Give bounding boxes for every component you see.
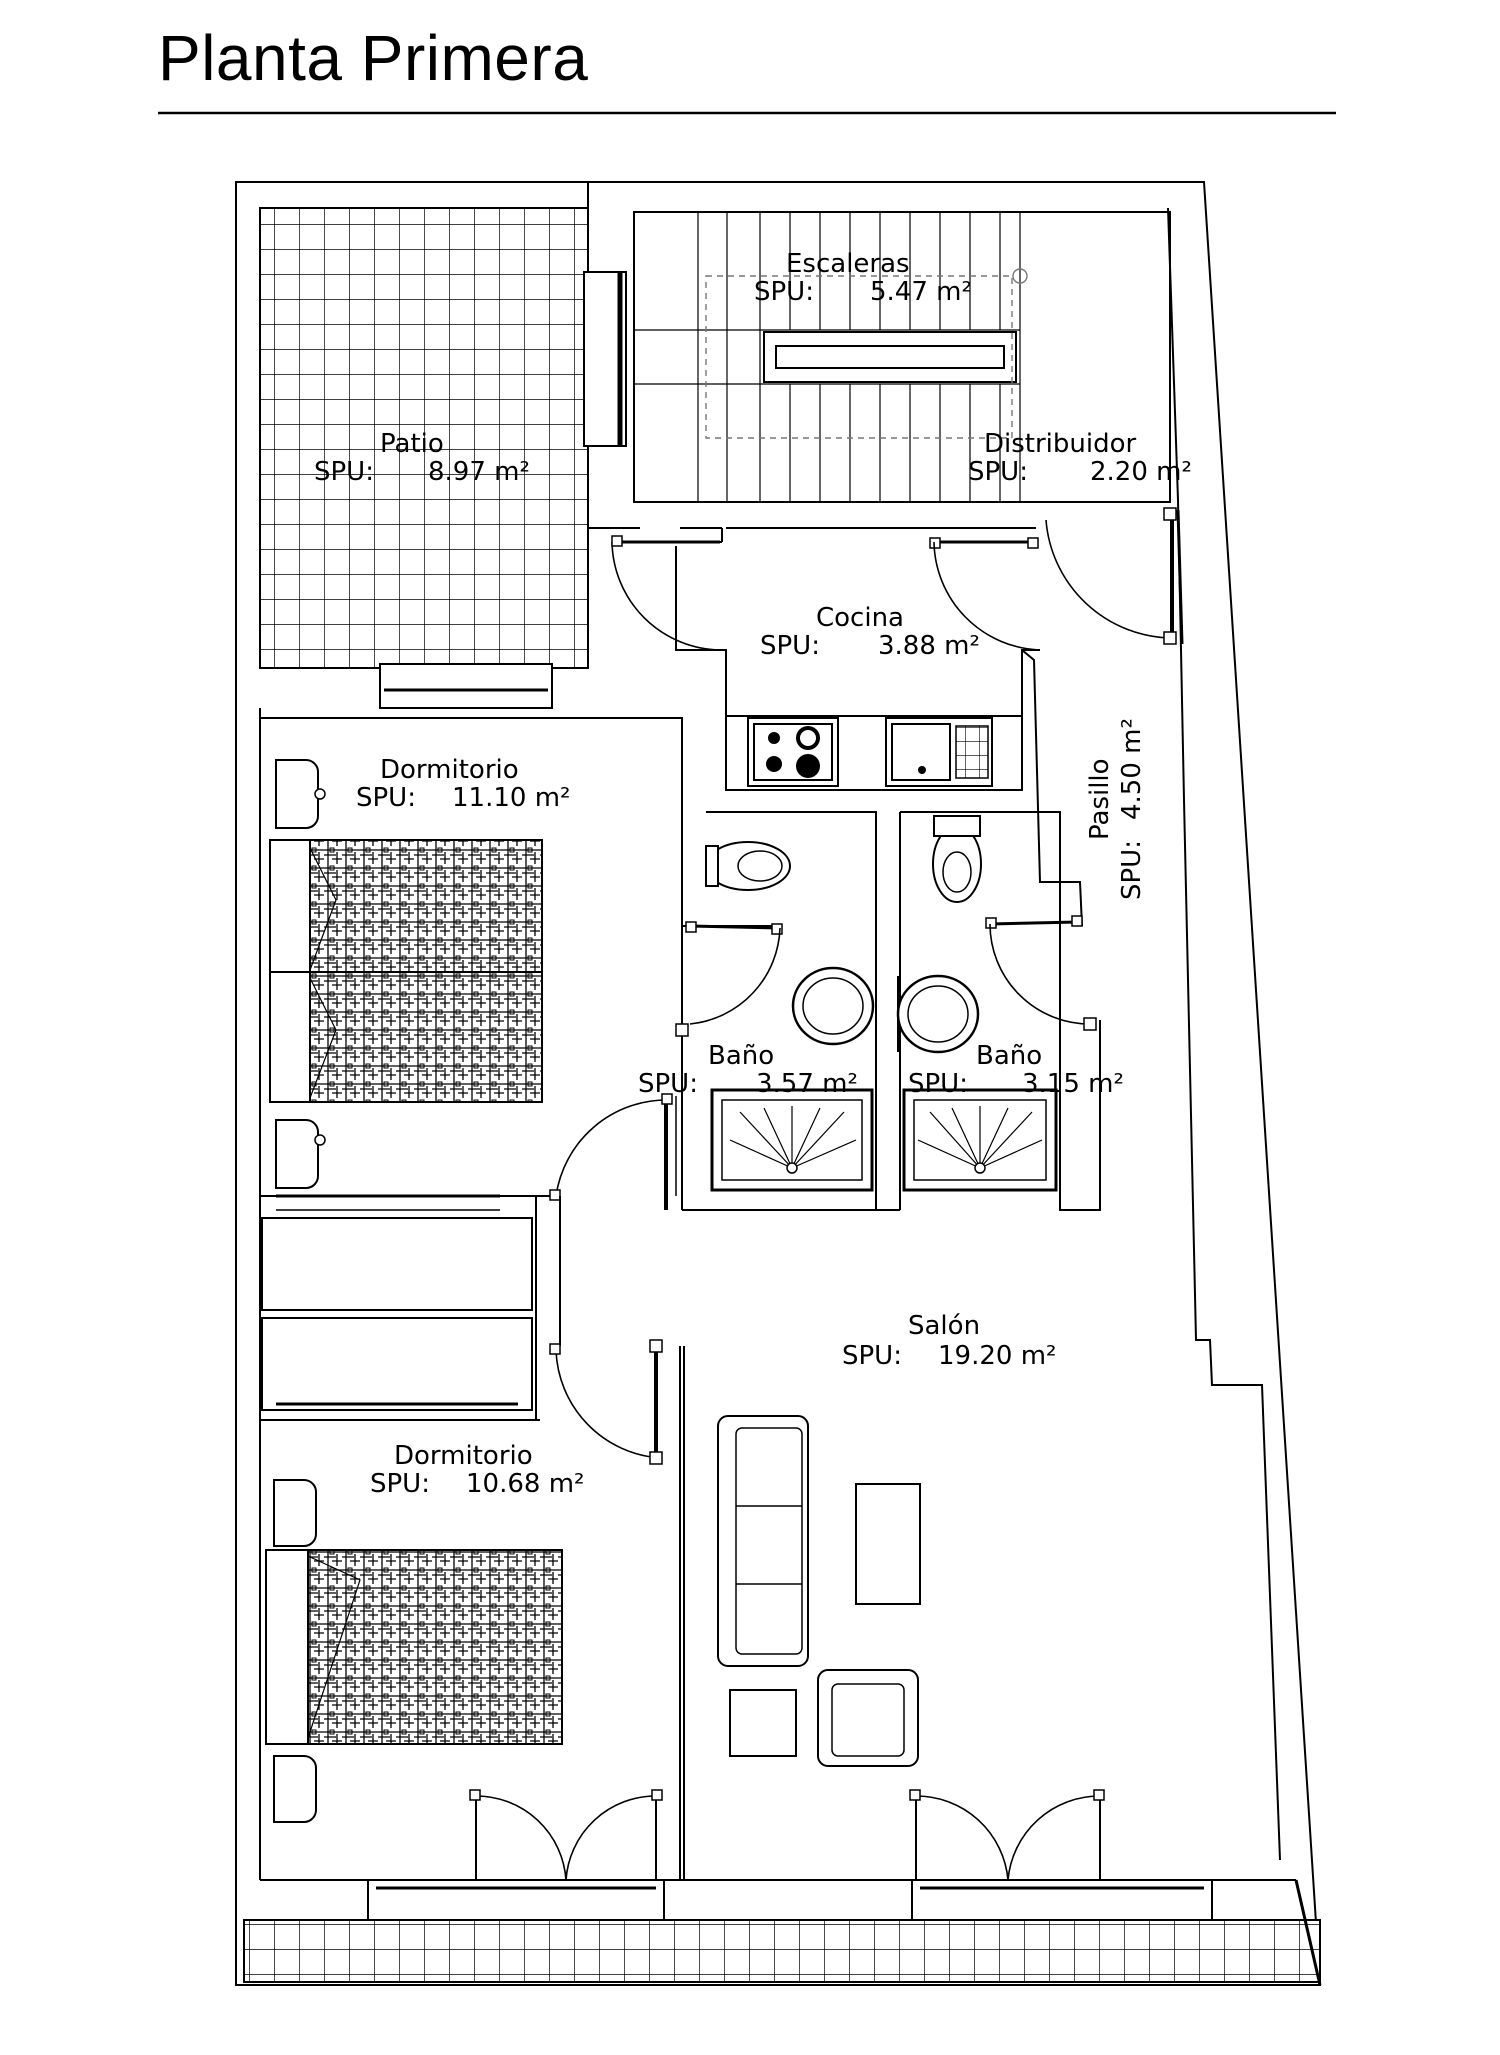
room-name-dormitorio-1: Dormitorio	[380, 755, 519, 785]
room-name-cocina: Cocina	[816, 603, 904, 633]
room-area-salon: 19.20 m²	[938, 1341, 1056, 1371]
room-name-dormitorio-2: Dormitorio	[394, 1441, 533, 1471]
room-area-cocina: 3.88 m²	[878, 631, 980, 661]
bedroom-2	[259, 1346, 681, 1881]
room-area-bano-2: 3.15 m²	[1022, 1069, 1124, 1099]
balcony	[243, 1879, 1322, 1986]
corridor-wall	[1021, 649, 1083, 927]
room-name-bano-1: Baño	[708, 1041, 774, 1071]
door-patio	[611, 527, 723, 651]
stair-block	[633, 211, 1171, 503]
spu-label-cocina: SPU:	[760, 631, 820, 661]
spu-label-distribuidor: SPU:	[968, 457, 1028, 487]
spu-label-pasillo: SPU:	[1117, 840, 1147, 900]
spu-label-patio: SPU:	[314, 457, 374, 487]
spu-label-dormitorio-1: SPU:	[356, 783, 416, 813]
page-title: Planta Primera	[158, 22, 589, 94]
wardrobes	[259, 1196, 663, 1465]
room-name-bano-2: Baño	[976, 1041, 1042, 1071]
patio-area	[259, 207, 627, 709]
room-name-escaleras: Escaleras	[786, 249, 910, 279]
bedroom-1	[259, 708, 780, 1211]
spu-label-bano-1: SPU:	[638, 1069, 698, 1099]
room-area-escaleras: 5.47 m²	[870, 277, 972, 307]
spu-label-dormitorio-2: SPU:	[370, 1469, 430, 1499]
room-labels: Escaleras SPU: 5.47 m² Patio SPU: 8.97 m…	[314, 249, 1192, 1499]
spu-label-escaleras: SPU:	[754, 277, 814, 307]
door-pasillo	[1045, 507, 1184, 645]
room-area-distribuidor: 2.20 m²	[1090, 457, 1192, 487]
room-area-pasillo: 4.50 m²	[1117, 718, 1147, 820]
bathrooms	[675, 811, 1101, 1211]
kitchen-area	[675, 527, 1041, 791]
room-area-bano-1: 3.57 m²	[756, 1069, 858, 1099]
spu-label-salon: SPU:	[842, 1341, 902, 1371]
spu-label-bano-2: SPU:	[908, 1069, 968, 1099]
room-area-dormitorio-2: 10.68 m²	[466, 1469, 584, 1499]
room-area-patio: 8.97 m²	[428, 457, 530, 487]
living-room	[260, 1346, 1296, 1881]
room-name-salon: Salón	[908, 1311, 980, 1341]
room-name-pasillo: Pasillo	[1085, 758, 1115, 840]
room-area-dormitorio-1: 11.10 m²	[452, 783, 570, 813]
room-name-distribuidor: Distribuidor	[984, 429, 1137, 459]
room-name-patio: Patio	[380, 429, 444, 459]
